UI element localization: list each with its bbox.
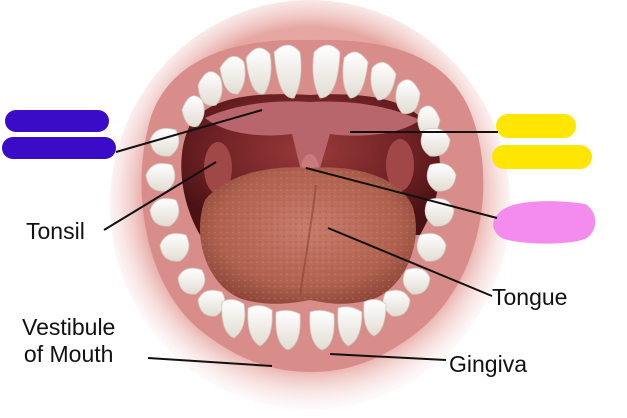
- tonsil-right: [386, 139, 414, 191]
- leader-line-tongue: [327, 227, 493, 297]
- tonsil-left: [204, 142, 232, 194]
- redaction-right-top: [492, 114, 592, 169]
- redaction-left: [2, 110, 116, 159]
- tongue-texture: [199, 167, 416, 304]
- leader-line-palate: [115, 109, 263, 153]
- leader-lines: [103, 109, 498, 367]
- label-vestibule-line2: of Mouth: [23, 341, 114, 367]
- label-gingiva: Gingiva: [449, 351, 527, 377]
- leader-line-tonsil: [103, 161, 217, 231]
- left-side-teeth: [145, 127, 226, 317]
- leader-line-gingiva: [329, 353, 447, 361]
- soft-palate: [205, 101, 420, 181]
- leader-line-vestibule: [147, 357, 273, 367]
- lower-teeth: [221, 299, 387, 351]
- label-tongue: Tongue: [492, 284, 568, 310]
- label-vestibule-line1: Vestibule: [22, 314, 116, 340]
- leader-line-uvula: [305, 167, 498, 219]
- label-tonsil: Tonsil: [26, 218, 85, 244]
- label-vestibule-of-mouth: Vestibule of Mouth: [22, 314, 115, 368]
- median-sulcus: [299, 184, 317, 296]
- redaction-right-middle: [493, 201, 596, 244]
